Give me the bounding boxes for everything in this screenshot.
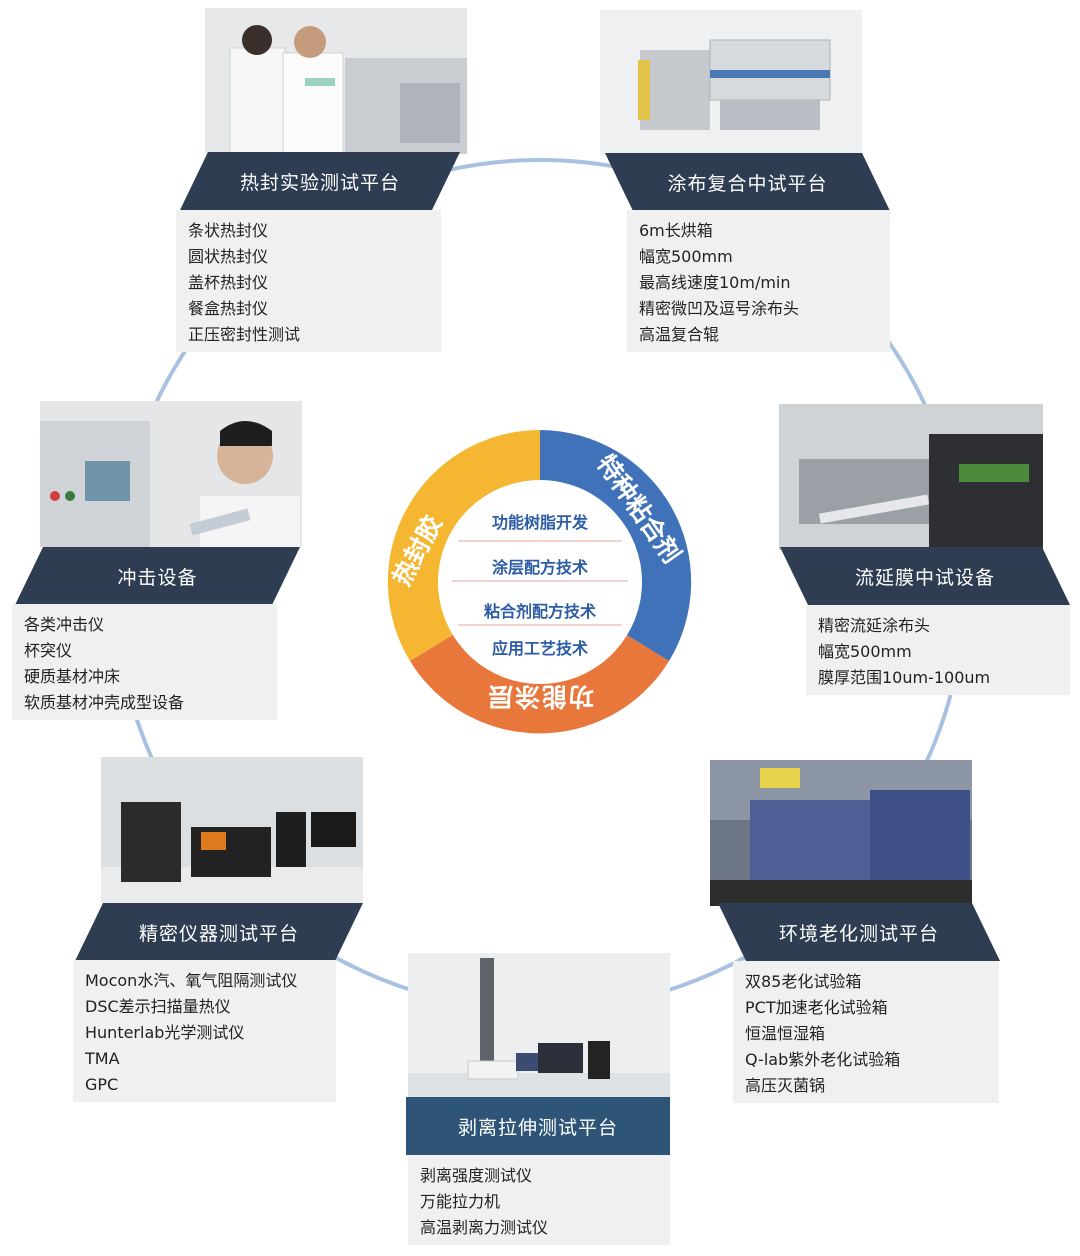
hub-inner-item: 粘合剂配方技术 <box>483 602 596 621</box>
list-item: Hunterlab光学测试仪 <box>85 1023 245 1042</box>
platform-list-coating: 6m长烘箱 幅宽500mm 最高线速度10m/min 精密微凹及逗号涂布头 高温… <box>627 210 890 352</box>
list-item: PCT加速老化试验箱 <box>745 998 888 1017</box>
hub-inner-item: 应用工艺技术 <box>491 639 588 658</box>
list-item: 6m长烘箱 <box>639 221 713 240</box>
list-item: DSC差示扫描量热仪 <box>85 997 231 1016</box>
lab-photo-casting <box>779 404 1043 550</box>
lab-photo-coating <box>600 10 862 156</box>
platform-title-heat-seal: 热封实验测试平台 <box>180 152 460 210</box>
list-item: 软质基材冲壳成型设备 <box>24 693 185 712</box>
list-item: 盖杯热封仪 <box>188 273 269 292</box>
platform-list-heat-seal: 条状热封仪 圆状热封仪 盖杯热封仪 餐盒热封仪 正压密封性测试 <box>176 210 441 352</box>
list-item: 高温剥离力测试仪 <box>420 1218 549 1237</box>
list-item: 幅宽500mm <box>818 642 912 661</box>
list-item: 双85老化试验箱 <box>745 972 862 991</box>
platform-list-impact: 各类冲击仪 杯突仪 硬质基材冲床 软质基材冲壳成型设备 <box>12 604 277 720</box>
list-item: 精密流延涂布头 <box>818 616 931 635</box>
list-item: 各类冲击仪 <box>24 615 105 634</box>
list-item: 剥离强度测试仪 <box>420 1166 533 1185</box>
platform-title-peel: 剥离拉伸测试平台 <box>406 1097 670 1155</box>
list-item: 正压密封性测试 <box>188 325 301 344</box>
platform-title-aging: 环境老化测试平台 <box>718 903 1000 961</box>
lab-photo-heat-seal <box>205 8 467 154</box>
list-item: TMA <box>85 1049 120 1068</box>
lab-photo-impact <box>40 401 302 547</box>
hub-inner-item: 功能树脂开发 <box>491 513 588 532</box>
list-item: Mocon水汽、氧气阻隔测试仪 <box>85 971 298 990</box>
lab-photo-peel <box>408 953 670 1099</box>
lab-photo-aging <box>710 760 972 906</box>
list-item: 条状热封仪 <box>188 221 269 240</box>
list-item: 圆状热封仪 <box>188 247 269 266</box>
platform-list-casting: 精密流延涂布头 幅宽500mm 膜厚范围10um-100um <box>806 605 1070 695</box>
list-item: 最高线速度10m/min <box>639 273 791 292</box>
list-item: 高温复合辊 <box>639 325 720 344</box>
lab-photo-instrument <box>101 757 363 903</box>
list-item: 杯突仪 <box>24 641 73 660</box>
list-item: 硬质基材冲床 <box>24 667 121 686</box>
list-item: Q-lab紫外老化试验箱 <box>745 1050 901 1069</box>
list-item: 幅宽500mm <box>639 247 733 266</box>
platform-title-instrument: 精密仪器测试平台 <box>75 903 363 961</box>
platform-list-instrument: Mocon水汽、氧气阻隔测试仪 DSC差示扫描量热仪 Hunterlab光学测试… <box>73 960 336 1102</box>
list-item: 餐盒热封仪 <box>188 299 269 318</box>
hub-label-functional-coating: 功能涂层 <box>486 682 595 711</box>
list-item: 恒温恒湿箱 <box>745 1024 826 1043</box>
list-item: 万能拉力机 <box>420 1192 501 1211</box>
platform-title-casting: 流延膜中试设备 <box>780 547 1070 605</box>
hub-inner-item: 涂层配方技术 <box>491 558 588 577</box>
platform-title-impact: 冲击设备 <box>15 547 300 605</box>
list-item: 精密微凹及逗号涂布头 <box>639 299 800 318</box>
platform-list-aging: 双85老化试验箱 PCT加速老化试验箱 恒温恒湿箱 Q-lab紫外老化试验箱 高… <box>733 961 999 1103</box>
platform-list-peel: 剥离强度测试仪 万能拉力机 高温剥离力测试仪 <box>408 1155 670 1245</box>
platform-title-coating: 涂布复合中试平台 <box>605 153 890 211</box>
list-item: 膜厚范围10um-100um <box>818 668 991 687</box>
list-item: GPC <box>85 1075 119 1094</box>
list-item: 高压灭菌锅 <box>745 1076 826 1095</box>
